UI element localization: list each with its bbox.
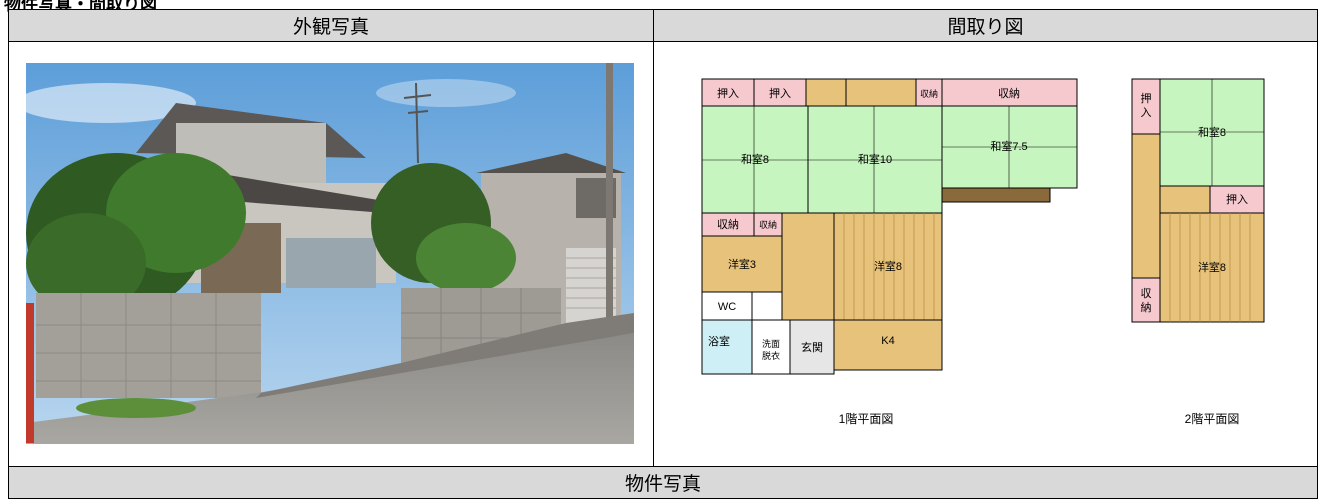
label-washitsu8-1f: 和室8 bbox=[741, 152, 769, 166]
floor2-caption: 2階平面図 bbox=[1185, 411, 1240, 426]
exterior-photo-cell bbox=[8, 41, 654, 467]
label-yoshitsu8-2f: 洋室8 bbox=[1198, 260, 1226, 274]
label-oshiire-2f-a: 押 bbox=[1141, 91, 1152, 105]
property-sheet-table: 外観写真 間取り図 bbox=[8, 9, 1318, 499]
label-shuno-small: 収納 bbox=[920, 88, 938, 99]
label-oshiire-2: 押入 bbox=[769, 86, 791, 100]
label-washitsu8-2f: 和室8 bbox=[1198, 125, 1226, 139]
exterior-photo-header: 外観写真 bbox=[8, 9, 654, 42]
label-shuno-2f-a: 収 bbox=[1141, 287, 1152, 300]
floorplan-header: 間取り図 bbox=[653, 9, 1318, 42]
label-yokushitsu: 浴室 bbox=[708, 334, 730, 348]
label-yoshitsu3: 洋室3 bbox=[728, 257, 756, 271]
label-wc: WC bbox=[718, 301, 736, 313]
label-senmen: 洗面 bbox=[762, 338, 780, 349]
label-shuno-b: 収納 bbox=[759, 219, 777, 230]
label-oshiire-1: 押入 bbox=[717, 86, 739, 100]
label-washitsu10: 和室10 bbox=[858, 152, 892, 166]
label-oshiire-2f-b: 入 bbox=[1141, 107, 1152, 119]
label-datsui: 脱衣 bbox=[762, 350, 780, 361]
label-shuno-top: 収納 bbox=[998, 87, 1020, 100]
label-shuno-2f-b: 納 bbox=[1141, 301, 1152, 314]
label-k4: K4 bbox=[881, 335, 894, 347]
floorplan-drawing: 押入 押入 収納 収納 和室8 和室10 和室7.5 収納 収納 洋室3 洋室8… bbox=[701, 78, 1265, 426]
label-genkan: 玄関 bbox=[801, 340, 823, 354]
label-oshiire-2f: 押入 bbox=[1226, 192, 1248, 206]
label-shuno-a: 収納 bbox=[717, 218, 739, 231]
label-washitsu75: 和室7.5 bbox=[990, 139, 1027, 153]
exterior-photo bbox=[26, 63, 634, 444]
floorplan-cell: 押入 押入 収納 収納 和室8 和室10 和室7.5 収納 収納 洋室3 洋室8… bbox=[653, 41, 1318, 467]
property-photos-header: 物件写真 bbox=[8, 466, 1318, 499]
label-yoshitsu8-1f: 洋室8 bbox=[874, 259, 902, 273]
floor1-caption: 1階平面図 bbox=[839, 411, 894, 426]
